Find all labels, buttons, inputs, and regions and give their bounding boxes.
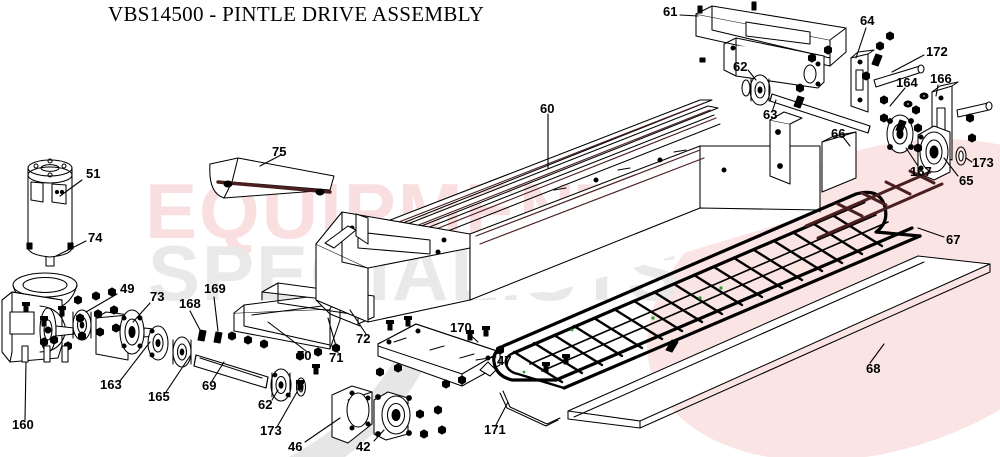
part-61-top-housing xyxy=(695,1,847,89)
callout-69: 69 xyxy=(202,378,217,393)
callout-75: 75 xyxy=(272,144,287,159)
part-165-coupler xyxy=(172,336,192,368)
callout-165: 165 xyxy=(148,389,170,404)
callout-173b: 173 xyxy=(972,155,994,170)
callout-65: 65 xyxy=(959,173,974,188)
fastener-cluster-168-169 xyxy=(197,329,269,349)
callout-64: 64 xyxy=(860,13,875,28)
part-171-handle-rod xyxy=(499,390,561,427)
callout-164: 164 xyxy=(896,75,918,90)
callout-62: 62 xyxy=(258,397,273,412)
callout-168: 168 xyxy=(179,296,201,311)
callout-172: 172 xyxy=(926,44,948,59)
part-47-access-cover xyxy=(377,323,501,387)
callout-72: 72 xyxy=(356,331,371,346)
page-title: VBS14500 - PINTLE DRIVE ASSEMBLY xyxy=(108,2,485,26)
callout-leader-lines xyxy=(24,14,973,443)
callout-166: 166 xyxy=(930,71,952,86)
callout-51: 51 xyxy=(86,166,101,181)
part-42-hydraulic-motor xyxy=(373,391,412,441)
callout-173: 173 xyxy=(260,423,282,438)
callout-163: 163 xyxy=(100,377,122,392)
callout-167: 167 xyxy=(910,164,932,179)
callout-66: 66 xyxy=(831,126,846,141)
part-60-rail-highlight-lower xyxy=(475,149,705,245)
callout-60: 60 xyxy=(540,101,555,116)
fastener-cluster-left xyxy=(21,287,121,363)
callout-42: 42 xyxy=(356,439,371,454)
callout-46: 46 xyxy=(288,439,303,454)
callout-47: 47 xyxy=(497,353,512,368)
part-73-drive-motor xyxy=(95,309,155,361)
part-69-drive-shaft xyxy=(193,354,269,389)
callout-68: 68 xyxy=(866,361,881,376)
callout-61: 61 xyxy=(663,4,678,19)
callout-160: 160 xyxy=(12,417,34,432)
callout-49: 49 xyxy=(120,281,135,296)
callout-169: 169 xyxy=(204,281,226,296)
part-75-mount-tabs xyxy=(223,180,325,196)
callout-170: 170 xyxy=(450,320,472,335)
part-bolt-right xyxy=(956,101,993,118)
fastener-cluster-right xyxy=(665,31,977,353)
part-60-hopper-box xyxy=(315,211,471,327)
callout-70: 70 xyxy=(297,348,312,363)
callout-171: 171 xyxy=(484,422,506,437)
callout-62b: 62 xyxy=(733,59,748,74)
callout-74: 74 xyxy=(88,230,103,245)
part-62b-sprocket xyxy=(741,74,771,106)
part-173b-retaining-ring xyxy=(955,146,967,166)
callout-71: 71 xyxy=(329,350,344,365)
part-68-floor-panel xyxy=(567,255,991,429)
part-172-pin xyxy=(873,64,925,88)
part-67-highlight-segment xyxy=(804,169,944,240)
part-60-upper-panel xyxy=(324,213,369,249)
callout-67: 67 xyxy=(946,232,961,247)
part-51-reservoir xyxy=(26,158,74,267)
part-60-side-wall xyxy=(469,145,821,301)
part-66-end-plate xyxy=(821,131,857,193)
part-60-right-end-bracket xyxy=(769,111,803,185)
callout-63: 63 xyxy=(763,107,778,122)
part-46-motor-mount-plate xyxy=(331,385,373,444)
part-163-bearing-flange xyxy=(147,325,169,361)
part-67-pintle-chain xyxy=(492,190,922,390)
part-65-idler-sprocket xyxy=(917,125,951,181)
part-64-bracket xyxy=(850,49,875,113)
callout-73: 73 xyxy=(150,289,165,304)
